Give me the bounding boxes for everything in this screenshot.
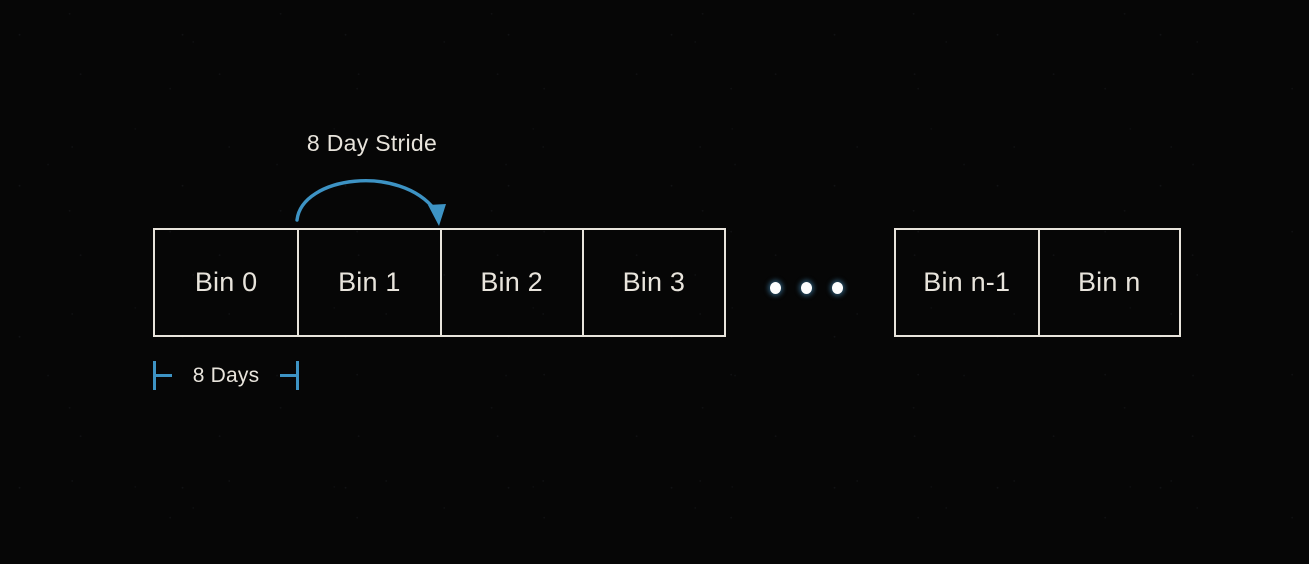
ellipsis-dot: [801, 282, 812, 294]
ellipsis-dots-icon: [770, 282, 843, 294]
measure-bracket: 8 Days: [153, 361, 299, 391]
bin-cell[interactable]: Bin n-1: [923, 267, 1011, 297]
bin-group-right: Bin n-1 Bin n: [894, 228, 1181, 337]
bin-cell[interactable]: Bin 0: [194, 267, 258, 297]
bin-group-left: Bin 0 Bin 1 Bin 2 Bin 3: [153, 228, 726, 337]
measure-label: 8 Days: [192, 363, 260, 387]
ellipsis-dot: [770, 282, 781, 294]
bin-cell[interactable]: Bin 3: [581, 230, 724, 335]
ellipsis-dot: [832, 282, 843, 294]
measure-arm-left-icon: [155, 374, 172, 377]
stride-label: 8 Day Stride: [306, 130, 438, 156]
bin-cell[interactable]: Bin n: [1037, 230, 1180, 335]
bin-cell[interactable]: Bin 1: [297, 230, 439, 335]
bin-cell[interactable]: Bin 2: [439, 230, 582, 335]
measure-arm-right-icon: [280, 374, 297, 377]
measure-cap-left-icon: [153, 361, 156, 390]
stride-arrow-icon: [295, 179, 446, 226]
measure-cap-right-icon: [296, 361, 299, 390]
